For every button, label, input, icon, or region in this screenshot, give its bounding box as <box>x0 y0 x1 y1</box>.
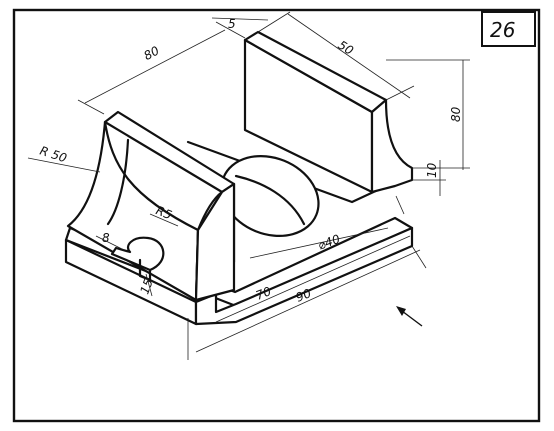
dim-length-total: 90 <box>294 286 314 305</box>
slot-cutout <box>110 236 165 272</box>
dim-width-top: 50 <box>336 38 357 58</box>
dim-fillet-small: R5 <box>154 203 174 222</box>
dimension-lines <box>27 11 470 360</box>
dim-height-right: 80 <box>449 106 463 122</box>
dim-fillet-large: R 50 <box>38 143 69 165</box>
front-wall-face <box>194 182 236 302</box>
dim-wall-thickness: 5 <box>228 17 236 31</box>
back-wall-right-face <box>370 98 414 194</box>
sheet-number-box: 26 <box>481 11 536 47</box>
dim-length-inner: 70 <box>254 284 274 303</box>
part-drawing <box>64 30 414 326</box>
front-wall-fillet-edge <box>106 138 130 226</box>
bore-inner-edge <box>234 174 306 226</box>
dim-step-height: 10 <box>425 162 439 178</box>
sheet-number: 26 <box>490 18 515 42</box>
dim-slot-width: 8 <box>102 231 110 245</box>
sheet-frame <box>12 8 541 423</box>
dim-slot-depth: 15 <box>137 277 155 296</box>
dim-depth-top: 80 <box>141 43 161 63</box>
base-right-face <box>194 226 414 326</box>
slot-depth-edge <box>138 258 152 282</box>
